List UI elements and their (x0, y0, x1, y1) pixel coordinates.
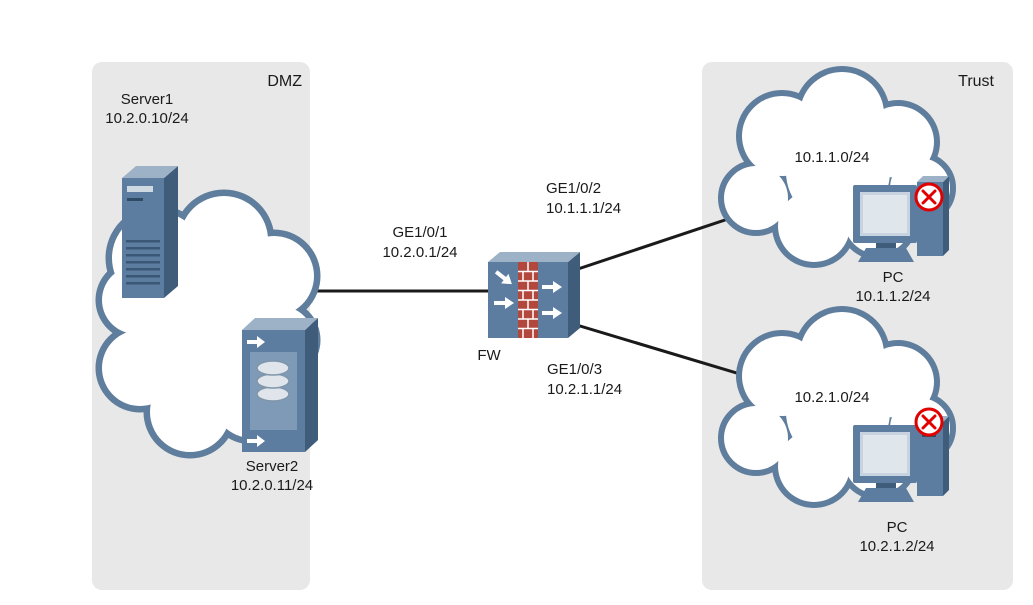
subnet2-ip-label: 10.2.1.0/24 (794, 389, 869, 406)
dmz-zone-label: DMZ (267, 73, 302, 90)
subnet1-ip-label: 10.1.1.0/24 (794, 149, 869, 166)
ge102-ip-label: 10.1.1.1/24 (546, 200, 621, 217)
arrow-icon (494, 297, 514, 309)
arrow-icon (247, 336, 265, 348)
arrow-icon (247, 435, 265, 447)
pc2-name-label: PC (887, 519, 908, 536)
pc1-name-label: PC (883, 269, 904, 286)
pc1-ip-label: 10.1.1.2/24 (855, 288, 930, 305)
ge103-name-label: GE1/0/3 (547, 361, 602, 378)
brick-wall-icon (518, 262, 538, 338)
disk-stack-icon (256, 360, 290, 402)
blocked-icon (914, 407, 944, 437)
trust-zone-label: Trust (958, 73, 994, 90)
server1-name-label: Server1 (121, 91, 174, 108)
arrow-icon (542, 281, 562, 293)
database-server-icon (242, 318, 318, 452)
ge101-ip-label: 10.2.0.1/24 (382, 244, 457, 261)
pc2-ip-label: 10.2.1.2/24 (859, 538, 934, 555)
blocked-icon (914, 182, 944, 212)
firewall-icon (488, 252, 580, 338)
server1-ip-label: 10.2.0.10/24 (105, 110, 188, 127)
arrow-icon (542, 307, 562, 319)
server2-name-label: Server2 (246, 458, 299, 475)
tower-server-icon (122, 166, 178, 298)
ge101-name-label: GE1/0/1 (392, 224, 447, 241)
arrow-icon (494, 270, 512, 285)
firewall-name-label: FW (477, 347, 501, 364)
ge103-ip-label: 10.2.1.1/24 (547, 381, 622, 398)
ge102-name-label: GE1/0/2 (546, 180, 601, 197)
server2-ip-label: 10.2.0.11/24 (231, 477, 313, 494)
